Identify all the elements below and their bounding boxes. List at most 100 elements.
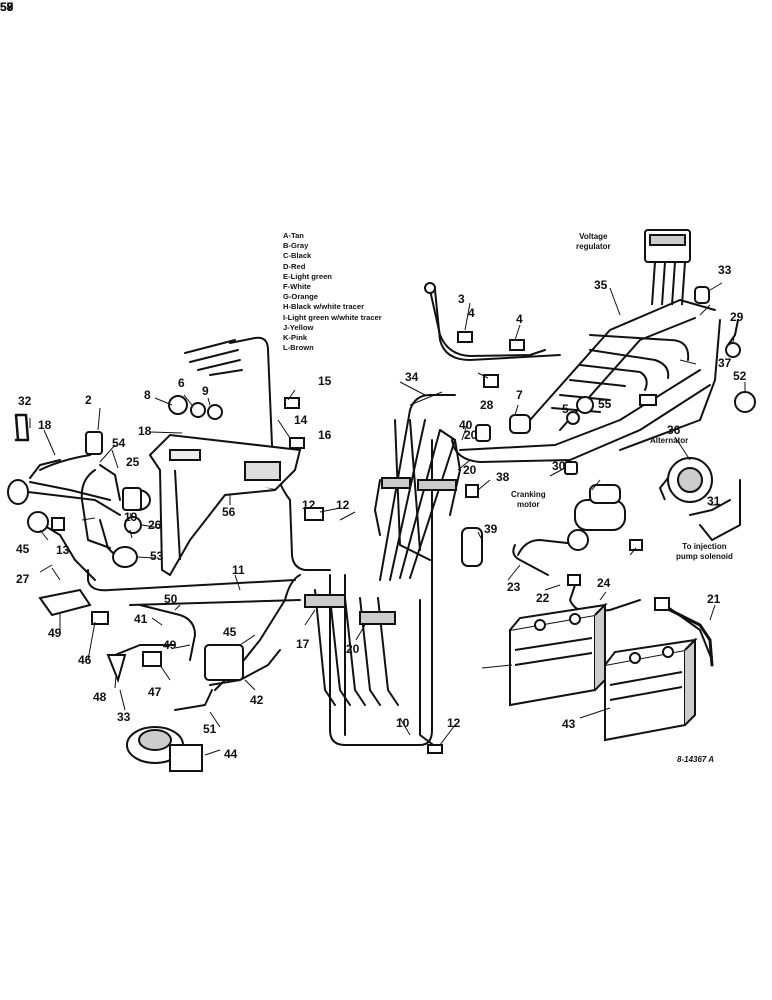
- callout-number: 5: [562, 402, 569, 416]
- cranking-motor-label: Cranking motor: [511, 490, 546, 509]
- callout-number: 49: [163, 638, 177, 652]
- connector-20-upper: [417, 479, 457, 491]
- light-switch-26: [122, 487, 151, 511]
- drawing-reference-code: 8-14367 A: [677, 755, 715, 764]
- gauge-48: [27, 511, 49, 533]
- callout-number: 53: [150, 549, 164, 563]
- gauge-6: [190, 402, 206, 418]
- callout-number: 16: [318, 428, 332, 442]
- callout-number: 45: [223, 625, 237, 639]
- connector-20-lower: [359, 611, 396, 625]
- battery-45-right: [604, 637, 698, 742]
- legend-item: K-Pink: [283, 333, 308, 343]
- lead-39: [139, 604, 196, 661]
- callout-number: 54: [112, 436, 126, 450]
- callout-number: 10: [396, 716, 410, 730]
- horn-46: [126, 726, 203, 772]
- battery-45-left: [509, 602, 608, 707]
- lead-52: [114, 644, 176, 656]
- relay-31: [564, 461, 578, 475]
- callout-number: 40: [459, 418, 473, 432]
- clip-12-bottom: [427, 744, 443, 754]
- legend-item: I-Light green w/white tracer: [283, 312, 382, 322]
- callout-number: 4: [468, 306, 475, 320]
- callout-number: 2: [85, 393, 92, 407]
- callout-number: 58: [0, 0, 14, 14]
- voltage-regulator: [644, 229, 691, 306]
- legend-item: G-Orange: [283, 292, 319, 302]
- callout-number: 12: [302, 498, 316, 512]
- callout-number: 21: [707, 592, 721, 606]
- callout-number: 20: [463, 463, 477, 477]
- callout-number: 51: [203, 722, 217, 736]
- legend-item: C-Black: [283, 251, 312, 261]
- callout-number: 22: [536, 591, 550, 605]
- callout-number: 59: [0, 0, 14, 14]
- callout-number: 46: [78, 653, 92, 667]
- callout-number: 29: [730, 310, 744, 324]
- callout-number: 17: [296, 637, 310, 651]
- callout-number: 11: [232, 563, 245, 577]
- callout-number: 12: [336, 498, 350, 512]
- voltage-regulator-label: Voltage regulator: [576, 232, 611, 251]
- callout-number: 18: [38, 418, 52, 432]
- clip-16: [289, 437, 305, 449]
- callout-number: 39: [484, 522, 498, 536]
- callout-number: 12: [447, 716, 461, 730]
- bulb-34: [694, 286, 710, 304]
- lamp-3: [424, 282, 436, 294]
- legend-item: J-Yellow: [283, 322, 314, 332]
- bracket-50: [106, 654, 127, 684]
- alternator-label: Alternator: [650, 436, 689, 445]
- switch-49-right: [142, 651, 162, 667]
- connector-17: [304, 594, 346, 608]
- connector-20-left: [381, 477, 411, 489]
- callout-number: 13: [56, 543, 70, 557]
- sender-37: [461, 527, 483, 567]
- callout-number: 56: [222, 505, 236, 519]
- clip-15: [284, 397, 300, 409]
- callout-number: 28: [480, 398, 494, 412]
- gauge-left-top: [7, 479, 29, 505]
- switch-49-left: [91, 611, 109, 625]
- callout-number: 4: [516, 312, 523, 326]
- legend-item: E-Light green: [283, 271, 332, 281]
- gauge-8: [168, 395, 188, 415]
- lead-40: [209, 649, 281, 686]
- callout-number: 24: [597, 576, 611, 590]
- sender-7: [509, 414, 531, 434]
- lead-33-left: [14, 413, 30, 442]
- callout-number: 48: [93, 690, 107, 704]
- clip-44: [465, 484, 479, 498]
- light-30: [725, 342, 741, 358]
- callout-number: 15: [318, 374, 332, 388]
- instrument-panel-59: [148, 433, 302, 577]
- callout-number: 36: [667, 423, 681, 437]
- callout-number: 8: [144, 388, 151, 402]
- callout-number: 18: [138, 424, 152, 438]
- gauge-9: [207, 404, 223, 420]
- callout-number: 3: [458, 292, 465, 306]
- clip-13: [51, 517, 65, 531]
- callout-number: 31: [707, 494, 721, 508]
- legend-item: H-Black w/white tracer: [283, 302, 365, 312]
- flasher-47: [204, 644, 244, 681]
- callout-number: 6: [178, 376, 185, 390]
- lead-32: [689, 499, 731, 516]
- callout-number: 38: [496, 470, 510, 484]
- injection-solenoid-label: To injection pump solenoid: [676, 542, 733, 561]
- terminal-25: [629, 539, 643, 551]
- legend-item: L-Brown: [283, 343, 314, 353]
- callout-number: 27: [16, 572, 30, 586]
- callout-number: 42: [250, 693, 264, 707]
- callout-number: 52: [733, 369, 747, 383]
- callout-number: 35: [594, 278, 608, 292]
- callout-number: 20: [464, 428, 478, 442]
- callout-number: 50: [164, 592, 178, 606]
- alternator: [658, 457, 713, 503]
- alternator-plug-55: [734, 391, 756, 413]
- callout-number: 44: [224, 747, 238, 761]
- callout-number: 55: [598, 397, 612, 411]
- callout-number: 14: [294, 413, 308, 427]
- callout-number: 45: [16, 542, 30, 556]
